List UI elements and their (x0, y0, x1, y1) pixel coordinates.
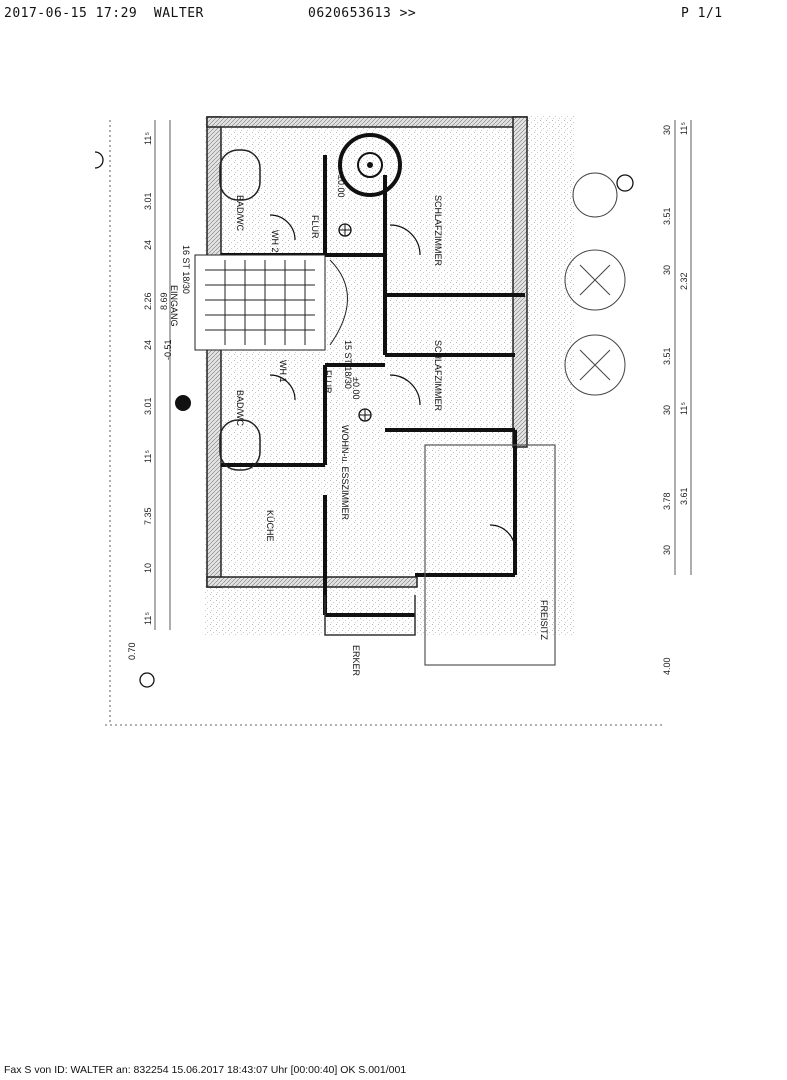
room-labels: SCHLAFZIMMER SCHLAFZIMMER WOHN-u. ESSZIM… (169, 195, 549, 677)
room-label-eingang: EINGANG (169, 285, 179, 327)
fax-header: 2017-06-15 17:29 WALTER 0620653613 >> P … (0, 6, 787, 24)
room-label-freisitz: FREISITZ (539, 600, 549, 641)
dim-label: 2.26 (143, 292, 153, 310)
bathtub-2 (219, 419, 261, 471)
erker-outline (324, 595, 416, 636)
dim-label: 4.00 (662, 657, 672, 675)
level-label-1: ±0.00 (336, 175, 346, 197)
dim-label: 30 (662, 125, 672, 135)
dim-label: 30 (662, 265, 672, 275)
dim-label: 11⁵ (679, 122, 689, 135)
tree-icons (564, 172, 626, 396)
dim-label: 8.69 (159, 292, 169, 310)
round-light-well (338, 133, 402, 197)
room-label-wh1: WH 1 (278, 360, 288, 383)
room-label-flur-2: FLUR (323, 370, 333, 394)
dim-label: 3.61 (679, 487, 689, 505)
dim-label: 3.51 (662, 207, 672, 225)
dim-label: 24 (143, 240, 153, 250)
dim-label: 11⁵ (143, 612, 153, 625)
dim-label: 24 (143, 340, 153, 350)
level-labels: ±0.00 ±0.00 -0.51 0.70 (127, 175, 361, 660)
fax-transmission-footer: Fax S von ID: WALTER an: 832254 15.06.20… (4, 1064, 407, 1076)
dim-label: 3.78 (662, 492, 672, 510)
room-label-kueche: KÜCHE (265, 510, 275, 542)
dimension-lines (105, 120, 692, 726)
stair-label: 16 ST 18/30 (181, 245, 191, 294)
room-label-bad-wc-2: BAD/WC (235, 390, 245, 427)
room-label-bad-wc-1: BAD/WC (235, 195, 245, 232)
door-swings (269, 214, 516, 551)
dim-label: 11⁵ (143, 132, 153, 145)
room-label-flur-1: FLUR (310, 215, 320, 239)
dim-label: 2.32 (679, 272, 689, 290)
room-label-schlafzimmer-1: SCHLAFZIMMER (433, 195, 443, 267)
dim-label: 30 (662, 545, 672, 555)
room-label-schlafzimmer-2: SCHLAFZIMMER (433, 340, 443, 412)
fax-sender: WALTER (153, 6, 204, 21)
fax-datetime-sender: 2017-06-15 17:29 WALTER (4, 6, 204, 21)
dim-label: 30 (662, 405, 672, 415)
freisitz-outline (424, 444, 556, 666)
room-label-wohn-esszimmer: WOHN-u. ESSZIMMER (340, 425, 350, 521)
fax-datetime: 2017-06-15 17:29 (4, 6, 138, 21)
outer-walls (206, 116, 528, 588)
fax-page: P 1/1 (681, 6, 723, 21)
dim-label: 7.35 (143, 507, 153, 525)
bathtub-1 (219, 149, 261, 201)
dim-label: 10 (143, 563, 153, 573)
level-label-3: -0.51 (163, 339, 173, 360)
room-label-erker: ERKER (351, 645, 361, 677)
dim-label: 11⁵ (679, 402, 689, 415)
dim-label: 11⁵ (143, 450, 153, 463)
stair-label-2: 15 ST 18/30 (343, 340, 353, 389)
floor-plan: SCHLAFZIMMER SCHLAFZIMMER WOHN-u. ESSZIM… (95, 115, 692, 726)
dim-label: 3.01 (143, 397, 153, 415)
dimension-labels: 11⁵ 3.01 24 2.26 24 3.01 11⁵ 7.35 10 11⁵… (143, 122, 689, 675)
level-label-2: ±0.00 (351, 377, 361, 399)
level-markers (95, 151, 634, 688)
dim-label: 3.51 (662, 347, 672, 365)
level-label-4: 0.70 (127, 642, 137, 660)
fax-number: 0620653613 >> (308, 6, 417, 21)
dim-label: 3.01 (143, 192, 153, 210)
room-label-wh2: WH 2 (270, 230, 280, 253)
staircase (194, 254, 348, 351)
